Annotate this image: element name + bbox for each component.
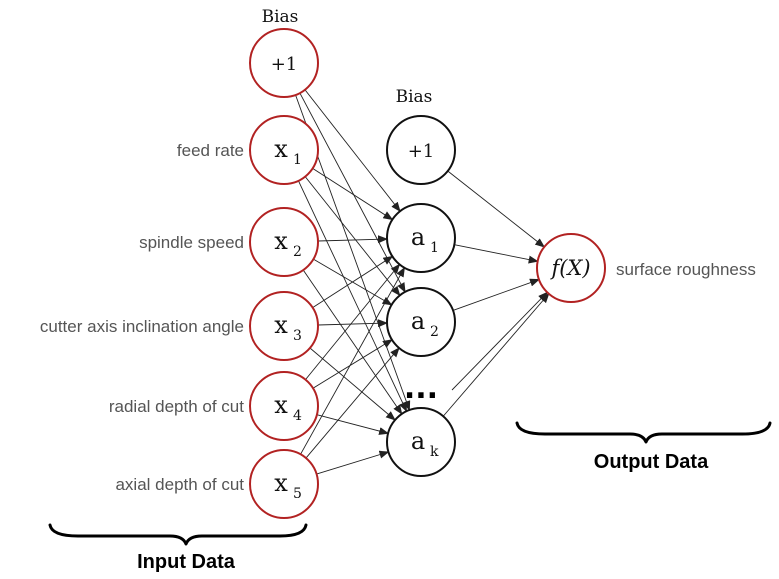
node-x1-symbol: x: [274, 135, 288, 163]
node-x3-subscript: 3: [293, 328, 302, 344]
input-hidden-edge-x5-ak: [316, 450, 390, 475]
node-ak-circle: [386, 407, 456, 477]
node-x2-subscript: 2: [293, 244, 302, 260]
output-section-label: Output Data: [594, 451, 709, 473]
feature-label-x3: cutter axis inclination angle: [40, 317, 244, 336]
node-x4-subscript: 4: [293, 408, 302, 424]
input-hidden-edge-x3-a1: [312, 255, 394, 309]
input-hidden-edge-x5-a2: [305, 347, 400, 459]
node-a1-subscript: 1: [430, 240, 439, 256]
hidden-bias-label: Bias: [396, 87, 433, 107]
node-ak-symbol: a: [411, 427, 425, 455]
input-hidden-edge-x3-a2: [317, 319, 389, 328]
node-bias-symbol: +1: [271, 54, 298, 75]
node-x5-symbol: x: [274, 469, 288, 497]
connections: [295, 89, 550, 475]
input-hidden-edge-x2-ak: [302, 269, 403, 415]
hidden-output-edge-hbias-out: [447, 170, 546, 248]
input-hidden-edge-bias-a1: [304, 89, 401, 213]
input-hidden-edge-x1-a1: [312, 167, 394, 221]
node-x3-symbol: x: [274, 311, 288, 339]
node-x2-circle: [249, 207, 319, 277]
node-a2-symbol: a: [411, 307, 425, 335]
input-hidden-edge-x1-ak: [298, 180, 407, 413]
node-x2-symbol: x: [274, 227, 288, 255]
input-brace: [48, 523, 308, 546]
input-hidden-edge-x2-a1: [317, 235, 389, 244]
output-brace: [515, 421, 772, 444]
hidden-output-edge-a2-out: [452, 278, 540, 311]
input-hidden-edge-bias-a2: [299, 92, 406, 293]
input-section-label: Input Data: [137, 551, 236, 573]
hidden-ellipsis: ...: [404, 371, 438, 406]
node-a2-circle: [386, 287, 456, 357]
node-bias: +1: [249, 28, 319, 98]
node-output-circle: [536, 233, 606, 303]
input-hidden-edge-x4-a1: [305, 263, 401, 380]
node-hbias-symbol: +1: [408, 141, 435, 162]
node-x5-circle: [249, 449, 319, 519]
hidden-output-edge-ak-out: [442, 292, 550, 417]
feature-label-x5: axial depth of cut: [115, 475, 244, 494]
node-x1-subscript: 1: [293, 152, 302, 168]
hidden-output-edge-a1-out: [454, 244, 539, 264]
input-hidden-edge-x1-a2: [304, 176, 401, 297]
node-hbias-circle: [386, 115, 456, 185]
node-ak-subscript: k: [430, 444, 439, 460]
node-x3-circle: [249, 291, 319, 361]
node-x4-circle: [249, 371, 319, 441]
input-hidden-edge-x5-a1: [300, 266, 405, 455]
feature-label-x2: spindle speed: [139, 233, 244, 252]
node-a2-subscript: 2: [430, 324, 439, 340]
node-a1-circle: [386, 203, 456, 273]
node-bias-circle: [249, 28, 319, 98]
node-x5-subscript: 5: [293, 486, 302, 502]
hidden-output-edge-ellipsis-out: [451, 291, 548, 391]
node-a1-symbol: a: [411, 223, 425, 251]
input-hidden-edge-x4-ak: [316, 414, 390, 435]
output-label: surface roughness: [616, 260, 756, 279]
node-x4-symbol: x: [274, 391, 288, 419]
node-output-symbol: f(X): [549, 256, 590, 280]
node-output: f(X): [536, 233, 606, 303]
node-hbias: +1: [386, 115, 456, 185]
node-x1-circle: [249, 115, 319, 185]
feature-label-x4: radial depth of cut: [109, 397, 244, 416]
input-hidden-edge-x3-ak: [309, 347, 396, 421]
input-hidden-edge-x4-a2: [312, 339, 393, 389]
feature-label-x1: feed rate: [177, 141, 244, 160]
input-bias-label: Bias: [262, 7, 299, 27]
